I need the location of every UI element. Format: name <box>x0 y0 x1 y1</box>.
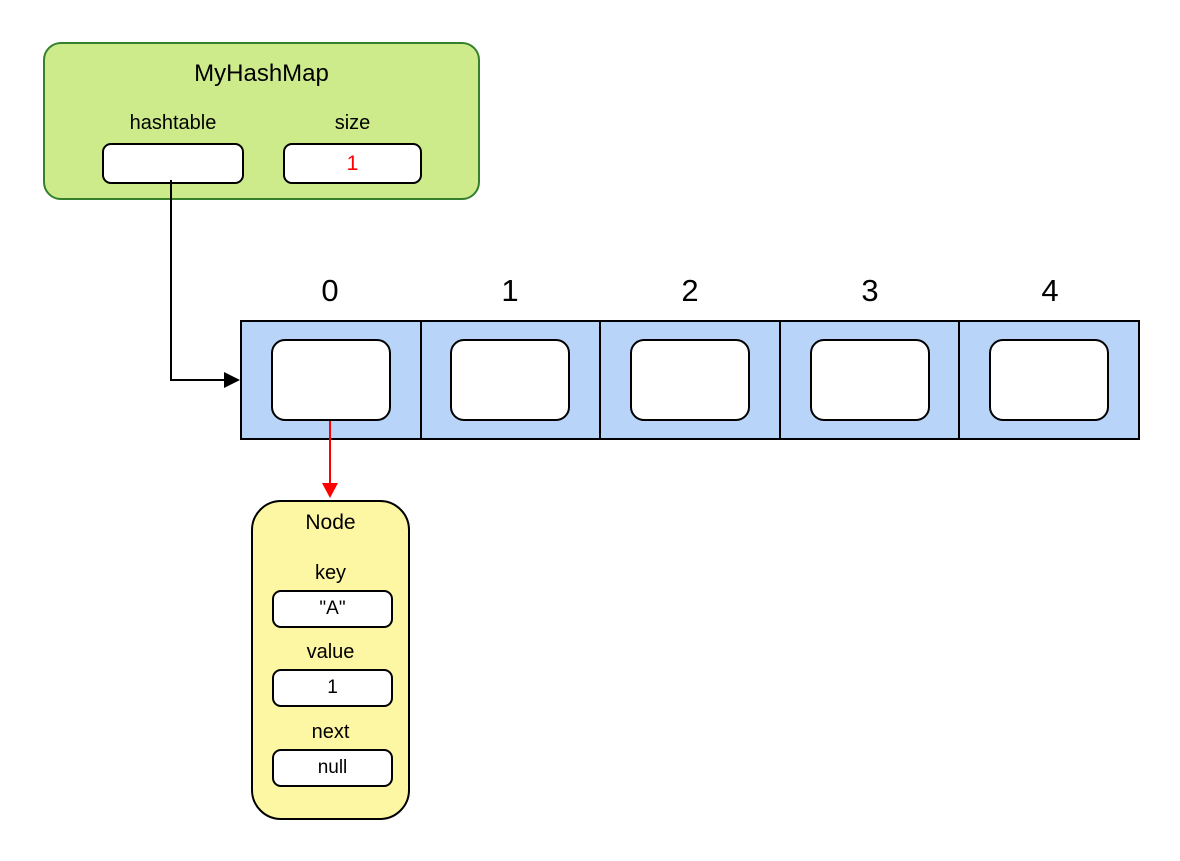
node-box: Node key "A" value 1 next null <box>251 500 410 820</box>
node-key-value-box: "A" <box>272 590 393 628</box>
node-value-value-box: 1 <box>272 669 393 707</box>
bucket-cell-4 <box>960 322 1138 438</box>
node-next-value-box: null <box>272 749 393 787</box>
myhashmap-box: MyHashMap hashtable size 1 <box>43 42 480 200</box>
bucket-slot-2 <box>629 339 750 421</box>
bucket-array <box>240 320 1140 440</box>
bucket-index-3: 3 <box>861 273 879 308</box>
node-title: Node <box>305 511 356 534</box>
black-arrowhead-icon <box>224 372 240 388</box>
bucket-cell-3 <box>781 322 961 438</box>
hashtable-field: hashtable <box>102 112 244 184</box>
bucket-slot-4 <box>989 339 1110 421</box>
bucket-cell-0 <box>242 322 422 438</box>
bucket-index-row: 0 1 2 3 4 <box>240 262 1140 310</box>
hashtable-pointer-arrow <box>170 180 240 388</box>
node-key-label: key <box>314 562 347 584</box>
hashtable-label: hashtable <box>129 112 217 134</box>
bucket-slot-1 <box>450 339 571 421</box>
bucket-index-0: 0 <box>321 273 339 308</box>
red-arrowhead-icon <box>322 483 338 498</box>
size-value-box: 1 <box>283 143 422 184</box>
bucket-index-2: 2 <box>681 273 699 308</box>
bucket-cell-1 <box>422 322 602 438</box>
size-field: size 1 <box>283 112 422 184</box>
myhashmap-title: MyHashMap <box>194 60 329 87</box>
node-value-label: value <box>306 641 355 663</box>
bucket-index-4: 4 <box>1041 273 1059 308</box>
bucket-index-1: 1 <box>501 273 519 308</box>
bucket-slot-0 <box>270 339 391 421</box>
node-next-label: next <box>311 721 350 743</box>
bucket-slot-3 <box>809 339 930 421</box>
hashtable-value-box <box>102 143 244 184</box>
size-label: size <box>334 112 371 134</box>
bucket-cell-2 <box>601 322 781 438</box>
